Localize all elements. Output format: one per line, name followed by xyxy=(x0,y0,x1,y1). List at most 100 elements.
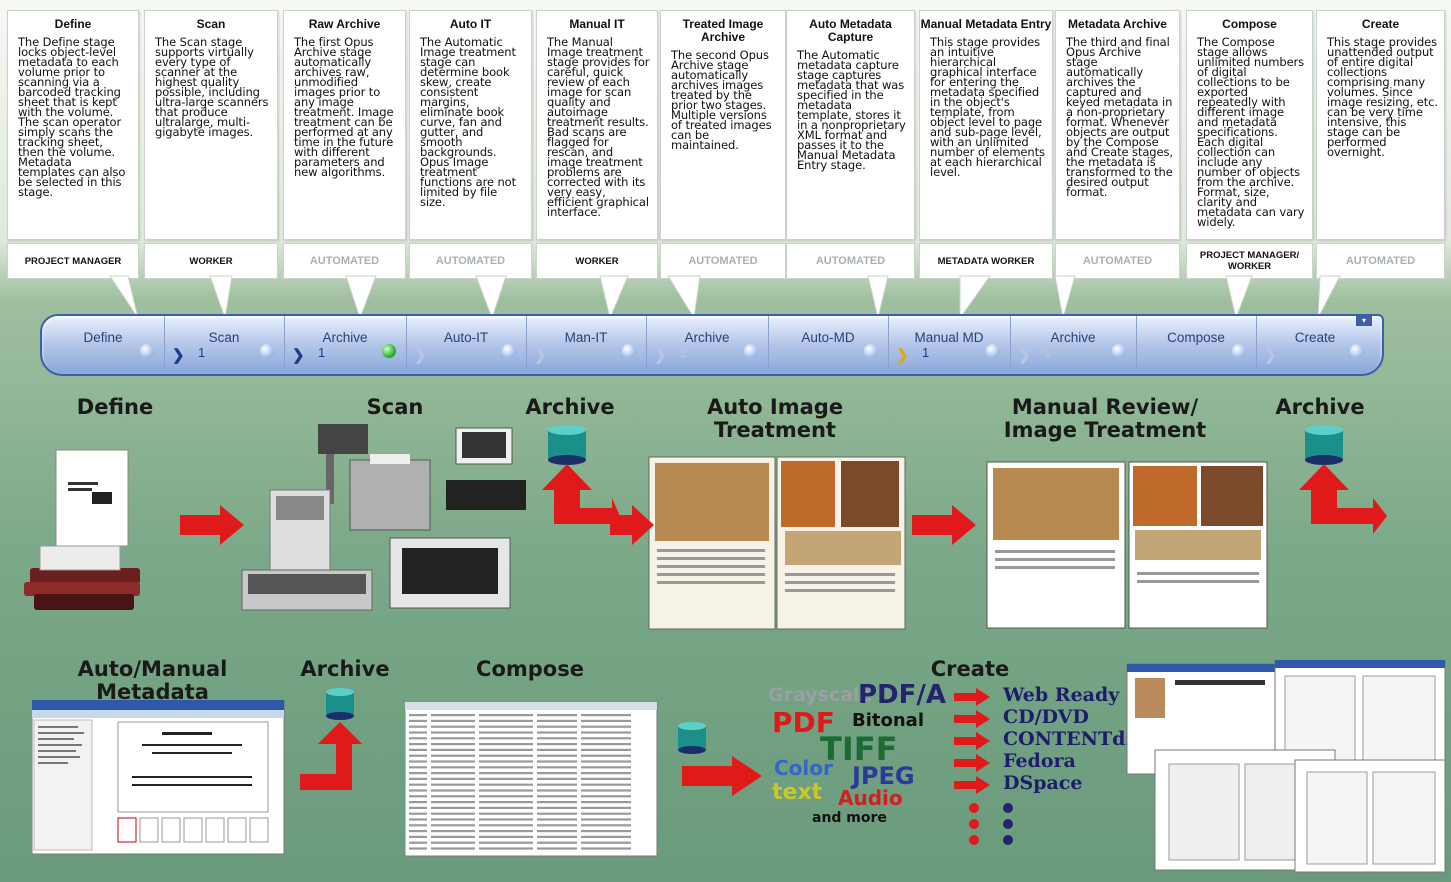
stage-chevron-icon: ❯ xyxy=(1018,347,1031,364)
stage-status-icon xyxy=(622,344,636,358)
more-outputs-dots xyxy=(969,803,1013,845)
heading-compose: Compose xyxy=(476,657,584,681)
pipeline-stage-label: Man-IT xyxy=(564,330,608,345)
output-arrow-icon xyxy=(954,710,990,728)
stage-role-2: WORKER xyxy=(144,243,278,279)
pipeline-stage-archive[interactable]: Archive ❯ 1 xyxy=(1010,316,1137,368)
stage-callout-title: Scan xyxy=(196,17,226,31)
stage-callout-text: The Define stage locks object-level meta… xyxy=(18,35,126,199)
stage-callout-title: Compose xyxy=(1222,17,1277,31)
stage-role-6: AUTOMATED xyxy=(660,243,786,279)
archive-and-arrow-compose xyxy=(678,722,762,796)
format-bitonal: Bitonal xyxy=(852,710,924,731)
stage-callout-title: Raw Archive xyxy=(308,17,381,31)
stage-item-count: 1 xyxy=(922,345,930,360)
stage-role-11: AUTOMATED xyxy=(1316,243,1445,279)
output-target-5: DSpace xyxy=(1003,772,1083,794)
stage-status-icon xyxy=(502,344,516,358)
pipeline-stage-man-it[interactable]: Man-IT❯ xyxy=(526,316,647,368)
heading-scan: Scan xyxy=(366,395,424,419)
output-arrow-icon xyxy=(954,732,990,750)
archive-illustration-3 xyxy=(300,688,362,790)
pipeline-stage-auto-it[interactable]: Auto-IT ❯ xyxy=(406,316,527,368)
pipeline-stage-label: Archive xyxy=(684,330,730,345)
stage-status-icon xyxy=(744,344,758,358)
pipeline-stage-manual-md[interactable]: Manual MD❯1 xyxy=(888,316,1011,368)
stage-item-count: 1 xyxy=(1044,345,1052,360)
callout-pointers xyxy=(109,275,1341,320)
stage-role-5: WORKER xyxy=(536,243,658,279)
format-grayscale: Grayscale xyxy=(768,684,873,706)
heading-archive-2: Archive xyxy=(1275,395,1365,419)
stage-callout-title: Manual Metadata Entry xyxy=(920,17,1052,31)
stage-callout-text: The Automatic metadata capture stage cap… xyxy=(797,48,906,172)
stage-callout-title: Metadata Archive xyxy=(1068,17,1167,31)
format-color: Color xyxy=(774,756,833,780)
pipeline-stage-archive[interactable]: Archive❯1 xyxy=(284,316,407,368)
stage-role-4: AUTOMATED xyxy=(409,243,532,279)
stage-role-1: PROJECT MANAGER xyxy=(7,243,139,279)
stage-item-count: 1 xyxy=(318,345,326,360)
stage-status-icon xyxy=(260,344,274,358)
format-tiff: TIFF xyxy=(820,730,898,768)
stage-callout-text: The second Opus Archive stage automatica… xyxy=(671,48,772,152)
stage-status-icon xyxy=(864,344,878,358)
pipeline-stage-scan[interactable]: Scan❯1 xyxy=(164,316,285,368)
output-arrow-icon xyxy=(954,754,990,772)
metadata-screenshot xyxy=(32,700,285,855)
pipeline-collapse-icon[interactable]: ▾ xyxy=(1356,316,1372,326)
archive-illustration-1 xyxy=(542,425,620,534)
flow-arrow-1 xyxy=(180,505,244,545)
stage-item-count: 2 xyxy=(680,345,688,360)
heading-create: Create xyxy=(930,657,1010,681)
auto-treatment-illustration xyxy=(648,456,906,630)
stage-callout-text: The third and final Opus Archive stage a… xyxy=(1066,35,1173,199)
stage-chevron-icon: ❯ xyxy=(1264,347,1277,364)
stage-chevron-icon: ❯ xyxy=(172,347,185,364)
stage-status-icon xyxy=(382,344,396,358)
format-audio: Audio xyxy=(838,786,903,810)
stage-chevron-icon: ❯ xyxy=(654,347,667,364)
output-target-2: CD/DVD xyxy=(1003,706,1089,728)
output-target-4: Fedora xyxy=(1003,750,1076,772)
stage-callout-title: Auto IT xyxy=(449,17,492,31)
stage-role-9: AUTOMATED xyxy=(1055,243,1180,279)
scan-illustration xyxy=(241,424,526,611)
stage-role-10: PROJECT MANAGER/ WORKER xyxy=(1186,243,1313,279)
pipeline-stage-define[interactable]: Define xyxy=(42,316,165,368)
archive-illustration-2 xyxy=(1299,425,1387,534)
stage-callout-text: This stage provides unattended output of… xyxy=(1327,35,1438,159)
pipeline-stage-label: Auto-IT xyxy=(443,330,489,345)
pipeline-stage-label: Manual MD xyxy=(914,330,984,345)
stage-role-7: AUTOMATED xyxy=(786,243,915,279)
stage-callout-title: Treated Image Archive xyxy=(682,17,764,44)
pipeline-stage-label: Define xyxy=(83,330,123,345)
pipeline-stage-auto-md[interactable]: Auto-MD xyxy=(768,316,889,368)
pipeline-stage-create[interactable]: Create ❯ xyxy=(1256,316,1374,368)
pipeline-stage-archive[interactable]: Archive ❯ 2 xyxy=(646,316,769,368)
stage-status-icon xyxy=(1350,344,1364,358)
heading-archive-3: Archive xyxy=(300,657,390,681)
pipeline-stage-compose[interactable]: Compose xyxy=(1136,316,1257,368)
pipeline-stage-label: Create xyxy=(1294,330,1336,345)
pipeline-stage-label: Archive xyxy=(1050,330,1096,345)
stage-role-3: AUTOMATED xyxy=(283,243,406,279)
stage-chevron-icon: ❯ xyxy=(414,347,427,364)
stage-callout-title: Manual IT xyxy=(569,17,625,31)
stage-status-icon xyxy=(986,344,1000,358)
compose-screenshot xyxy=(405,702,658,857)
stage-callout-text: The Scan stage supports virtually every … xyxy=(155,35,269,139)
stage-item-count: 1 xyxy=(198,345,206,360)
flow-arrow-2 xyxy=(912,505,976,545)
stage-callout-title: Define xyxy=(54,17,92,31)
stage-callout-text: The Manual Image treatment stage provide… xyxy=(547,35,650,219)
stage-status-icon xyxy=(1232,344,1246,358)
stage-status-icon xyxy=(140,344,154,358)
